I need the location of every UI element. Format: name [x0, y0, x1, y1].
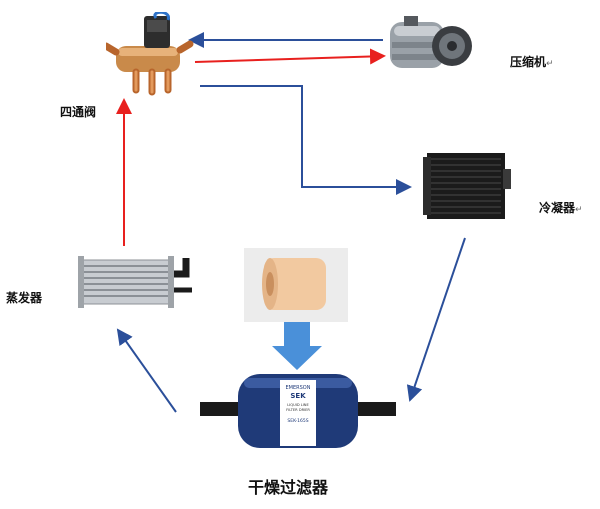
arrow-valve-to-condenser [200, 85, 412, 195]
canister-line1: LIQUID LINE [287, 403, 309, 407]
four-way-valve-image [106, 12, 194, 96]
arrow-drier-to-evaporator [116, 328, 177, 413]
filter-core-image [244, 248, 348, 322]
canister-part-number: SEK-165S [287, 418, 308, 424]
return-mark: ↵ [546, 59, 554, 69]
four-way-valve-label: 四通阀 [60, 105, 97, 119]
arrow-valve-to-compressor [194, 48, 386, 65]
evaporator-image [78, 256, 192, 308]
compressor-image [390, 16, 472, 68]
return-mark: ↵ [575, 205, 583, 215]
canister-brand: EMERSON [286, 385, 311, 391]
arrow-condenser-to-drier [406, 237, 466, 402]
drier-filter-label: 干燥过滤器 [248, 478, 329, 497]
big-down-arrow [272, 322, 322, 370]
condenser-image [423, 153, 511, 219]
compressor-label: 压缩机↵ [510, 55, 554, 69]
canister-line2: FILTER DRIER [286, 408, 310, 412]
drier-filter-image: EMERSON SEK LIQUID LINE FILTER DRIER SEK… [200, 374, 396, 448]
condenser-label: 冷凝器↵ [539, 201, 583, 215]
evaporator-label: 蒸发器 [6, 291, 43, 305]
canister-model: SEK [290, 392, 306, 400]
